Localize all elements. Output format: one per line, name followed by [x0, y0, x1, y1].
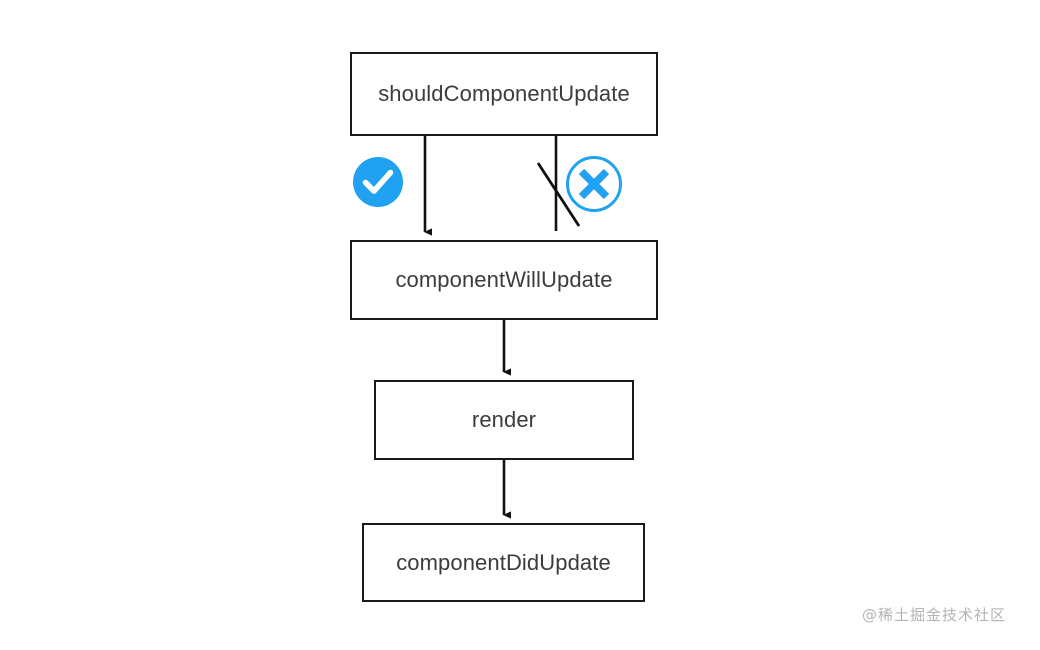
check-circle-icon — [353, 157, 403, 207]
x-circle-icon — [566, 156, 622, 212]
blocked-slash-icon — [536, 162, 581, 227]
watermark: @稀土掘金技术社区 — [862, 606, 1007, 624]
node-label-component-did-update: componentDidUpdate — [396, 549, 611, 575]
edge-false-branch — [536, 136, 581, 231]
node-label-render: render — [471, 407, 537, 432]
node-label-component-will-update: componentWillUpdate — [395, 267, 613, 292]
node-component-will-update: componentWillUpdate — [350, 240, 658, 320]
node-label-should-component-update: shouldComponentUpdate — [378, 81, 630, 106]
node-component-did-update: componentDidUpdate — [362, 523, 645, 602]
node-render: render — [374, 380, 634, 460]
node-should-component-update: shouldComponentUpdate — [350, 52, 658, 136]
